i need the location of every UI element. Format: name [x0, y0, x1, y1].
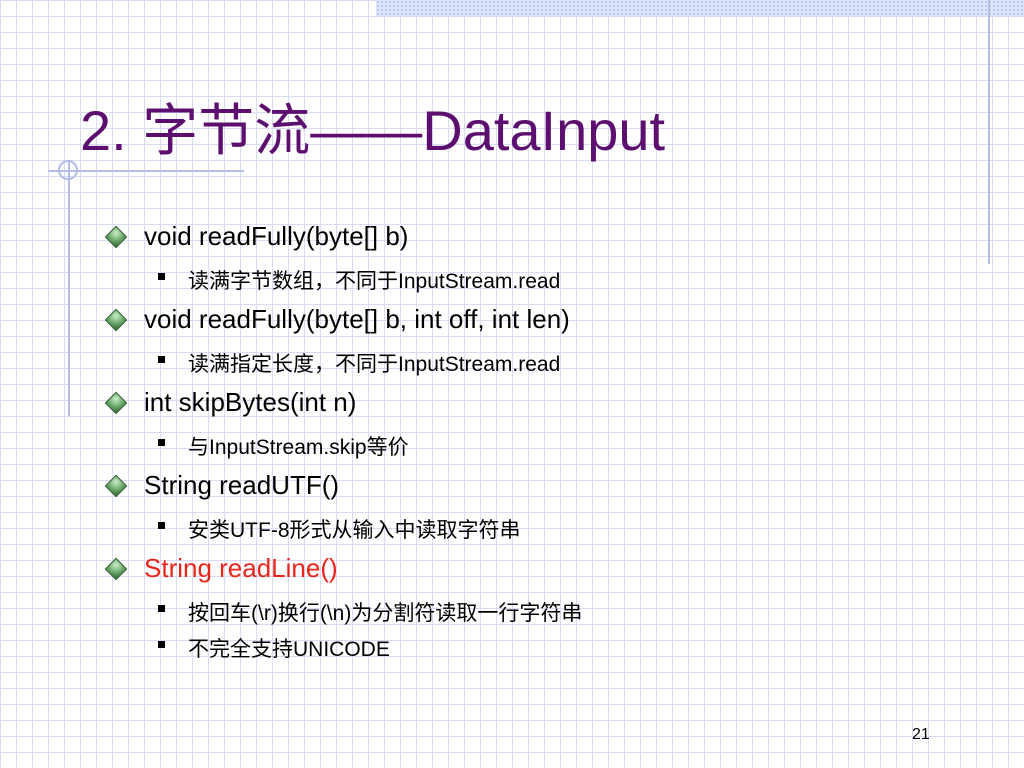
sub-bullet-text: 安类UTF-8形式从输入中读取字符串	[188, 519, 521, 542]
diamond-bullet-icon	[104, 474, 128, 498]
square-bullet-icon	[158, 273, 165, 280]
right-decoration-line	[988, 0, 990, 264]
diamond-bullet-icon	[104, 557, 128, 581]
bullet-text: int skipBytes(int n)	[144, 387, 357, 417]
bullet-text: void readFully(byte[] b, int off, int le…	[144, 304, 570, 334]
sub-bullet-text: 与InputStream.skip等价	[188, 436, 409, 459]
left-decoration-line	[68, 160, 70, 416]
sub-bullet-text: 按回车(\r)换行(\n)为分割符读取一行字符串	[188, 602, 583, 625]
diamond-bullet-icon	[104, 225, 128, 249]
square-bullet-icon	[158, 522, 165, 529]
circle-ornament-icon	[58, 160, 78, 180]
square-bullet-icon	[158, 641, 165, 648]
bullet-text: String readUTF()	[144, 470, 340, 500]
header-decoration-bar	[376, 0, 1024, 16]
sub-bullet-text: 不完全支持UNICODE	[188, 638, 390, 661]
diamond-bullet-icon	[104, 391, 128, 415]
square-bullet-icon	[158, 605, 165, 612]
diamond-bullet-icon	[104, 308, 128, 332]
sub-bullet-text: 读满指定长度，不同于InputStream.read	[188, 353, 561, 376]
square-bullet-icon	[158, 356, 165, 363]
bullet-text: void readFully(byte[] b)	[144, 221, 409, 251]
bullet-text-highlighted: String readLine()	[144, 553, 338, 583]
slide-title: 2. 字节流——DataInput	[80, 99, 666, 162]
sub-bullet-text: 读满字节数组，不同于InputStream.read	[188, 270, 561, 293]
title-underline	[48, 170, 244, 172]
square-bullet-icon	[158, 439, 165, 446]
page-number: 21	[912, 726, 930, 743]
